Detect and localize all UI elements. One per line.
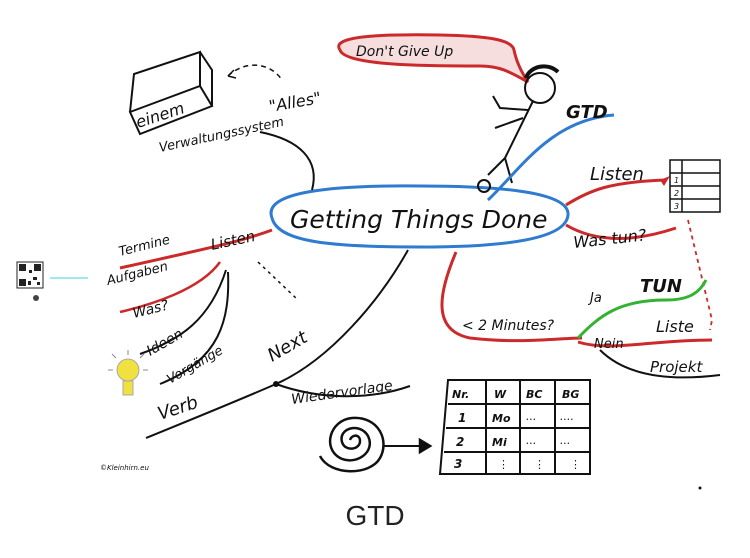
todo-label: Was tun? bbox=[572, 225, 647, 252]
list-row-label: 2 bbox=[674, 189, 679, 198]
next-branch: Verb Next Wiedervorlage bbox=[145, 249, 411, 439]
list-row-label: 1 bbox=[674, 176, 679, 185]
appointments-label: Termine bbox=[117, 233, 171, 260]
table-cell: 2 bbox=[456, 435, 464, 449]
mindmap-sketch: Getting Things Done Don't Give Up GTD ei… bbox=[16, 33, 721, 490]
dont-give-up-banner: Don't Give Up bbox=[337, 33, 530, 84]
followup-table: Nr. W BC BG 1 Mo ... .... 2 Mi ... ... 3… bbox=[438, 379, 591, 475]
central-topic-label: Getting Things Done bbox=[290, 205, 547, 234]
project-label: Projekt bbox=[650, 358, 703, 376]
list-row-label: 3 bbox=[674, 202, 679, 211]
table-cell: Mi bbox=[492, 436, 507, 449]
verb-label: Verb bbox=[155, 392, 201, 425]
processes-label: Vorgänge bbox=[165, 343, 226, 387]
table-header: BG bbox=[562, 388, 579, 401]
list-label: Liste bbox=[656, 317, 694, 336]
caption: GTD bbox=[345, 500, 405, 531]
table-cell: .... bbox=[560, 410, 574, 423]
spiral-icon bbox=[318, 416, 433, 473]
table-cell: ⋮ bbox=[570, 458, 581, 471]
dashed-arrow-icon bbox=[227, 64, 283, 81]
collect-branch: einem Verwaltungssystem "Alles" bbox=[128, 50, 323, 191]
table-header: W bbox=[494, 388, 507, 401]
minutes-label: < 2 Minutes? bbox=[462, 318, 555, 334]
table-cell: Mo bbox=[492, 412, 511, 425]
lists-right-label: Listen bbox=[590, 164, 644, 185]
central-topic: Getting Things Done bbox=[269, 184, 570, 249]
box-icon bbox=[128, 50, 214, 136]
lists-grid-icon: 1 2 3 bbox=[669, 159, 721, 213]
table-header: Nr. bbox=[452, 388, 469, 401]
table-cell: ⋮ bbox=[498, 458, 509, 471]
what-label: Was? bbox=[131, 297, 171, 321]
gtd-branch: GTD bbox=[486, 102, 615, 202]
dotted-connector-icon bbox=[257, 261, 299, 301]
qr-code-icon bbox=[16, 261, 44, 301]
table-cell: ... bbox=[560, 434, 571, 447]
yes-label: Ja bbox=[587, 291, 602, 306]
ideas-label: Ideen bbox=[144, 326, 186, 359]
banner-label: Don't Give Up bbox=[356, 44, 453, 60]
all-label: "Alles" bbox=[267, 88, 322, 116]
no-label: Nein bbox=[594, 337, 624, 352]
table-cell: ... bbox=[526, 434, 537, 447]
system-label: Verwaltungssystem bbox=[158, 115, 286, 156]
lightbulb-icon bbox=[108, 350, 148, 396]
do-label: TUN bbox=[640, 276, 682, 297]
table-cell: ⋮ bbox=[534, 458, 545, 471]
lists-left-label: Listen bbox=[209, 227, 257, 254]
next-label: Next bbox=[264, 327, 312, 367]
credit-label: ©Kleinhirn.eu bbox=[100, 464, 149, 472]
table-cell: ... bbox=[526, 410, 537, 423]
table-header: BC bbox=[526, 388, 542, 401]
table-cell: 1 bbox=[458, 411, 466, 425]
table-cell: 3 bbox=[454, 457, 462, 471]
dashed-link-icon bbox=[687, 219, 713, 331]
followup-label: Wiedervorlage bbox=[290, 378, 393, 408]
gtd-label: GTD bbox=[566, 102, 608, 123]
stick-figure-icon bbox=[477, 64, 560, 193]
